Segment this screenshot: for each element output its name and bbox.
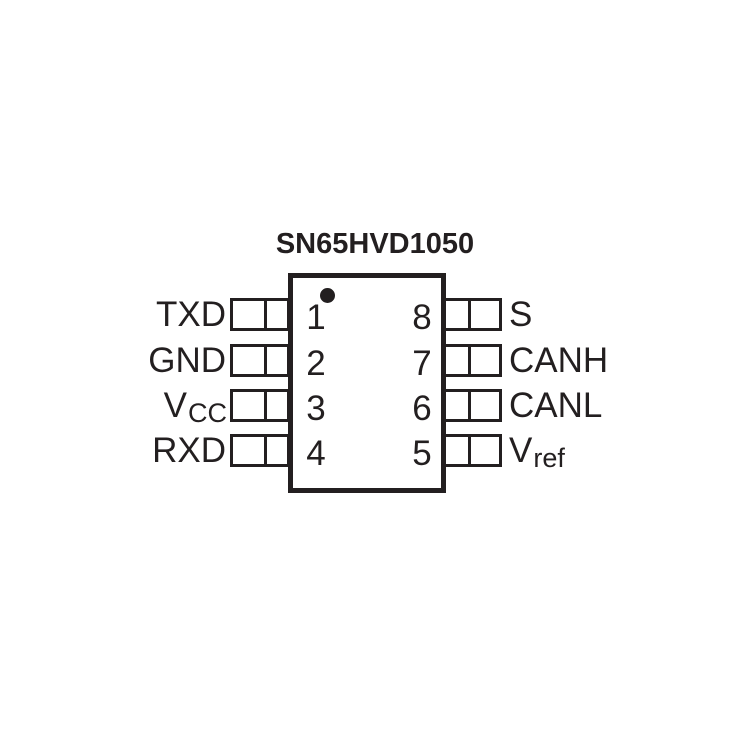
pin-box-right-8 bbox=[442, 298, 502, 331]
pin-label-canh: CANH bbox=[509, 341, 609, 380]
pin-divider bbox=[264, 301, 267, 328]
pin-number-4: 4 bbox=[306, 433, 326, 473]
pin-number-5: 5 bbox=[412, 433, 432, 473]
pin-number-6: 6 bbox=[412, 388, 432, 428]
pin-number-8: 8 bbox=[412, 297, 432, 337]
pin-divider bbox=[468, 392, 471, 419]
pin-number-7: 7 bbox=[412, 343, 432, 383]
ic-package-body bbox=[288, 273, 446, 493]
pin-box-left-1 bbox=[230, 298, 290, 331]
pin-divider bbox=[264, 347, 267, 374]
pin-box-right-5 bbox=[442, 434, 502, 467]
pin-box-left-4 bbox=[230, 434, 290, 467]
pin-divider bbox=[468, 347, 471, 374]
pin-label-rxd: RXD bbox=[0, 431, 227, 470]
pin-label-text: RXD bbox=[152, 430, 226, 470]
pin-divider bbox=[264, 392, 267, 419]
pin-label-text: S bbox=[509, 294, 533, 334]
pin-label-gnd: GND bbox=[0, 341, 227, 380]
pin-box-left-3 bbox=[230, 389, 290, 422]
pin-box-left-2 bbox=[230, 344, 290, 377]
pin-divider bbox=[264, 437, 267, 464]
pin-number-1: 1 bbox=[306, 297, 326, 337]
chip-title: SN65HVD1050 bbox=[275, 228, 475, 260]
pin1-indicator-icon bbox=[320, 288, 335, 303]
pin-number-2: 2 bbox=[306, 343, 326, 383]
pin-label-text: V bbox=[509, 430, 533, 470]
pin-label-text: GND bbox=[148, 340, 226, 380]
pin-divider bbox=[468, 301, 471, 328]
pin-label-text: CANH bbox=[509, 340, 609, 380]
pin-label-text: CANL bbox=[509, 385, 603, 425]
pin-label-text: V bbox=[163, 385, 187, 425]
pin-label-s: S bbox=[509, 295, 533, 334]
pin-label-canl: CANL bbox=[509, 386, 603, 425]
pin-label-txd: TXD bbox=[0, 295, 227, 334]
pin-box-right-7 bbox=[442, 344, 502, 377]
pin-divider bbox=[468, 437, 471, 464]
pin-box-right-6 bbox=[442, 389, 502, 422]
pin-number-3: 3 bbox=[306, 388, 326, 428]
pin-label-text: TXD bbox=[156, 294, 226, 334]
